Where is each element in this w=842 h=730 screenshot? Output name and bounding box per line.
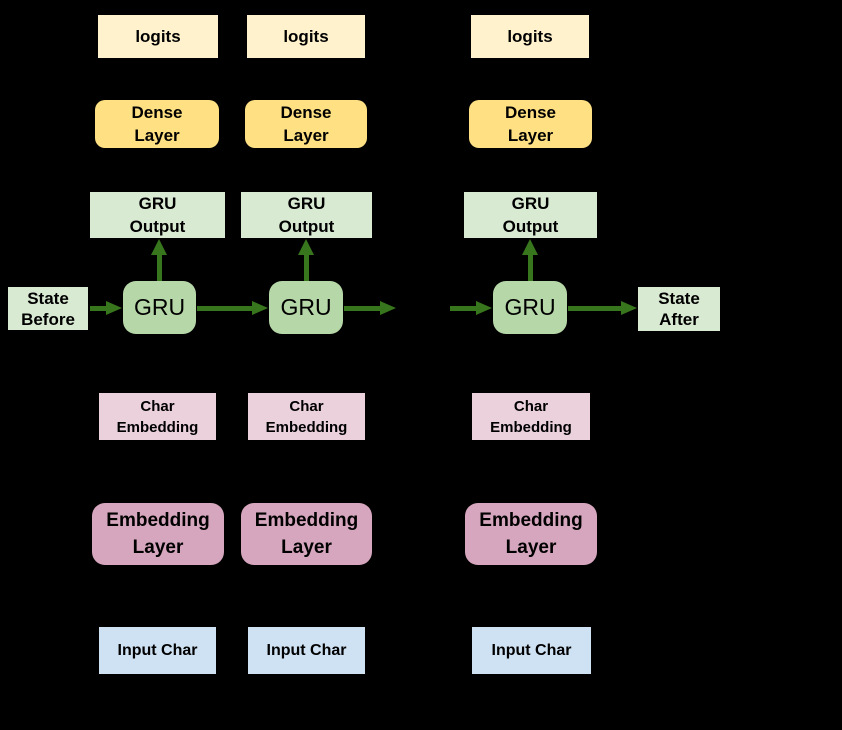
embedding-layer-box-2: Embedding Layer — [241, 503, 372, 565]
embedding-layer-label: Embedding Layer — [254, 510, 359, 558]
arrow-up-icon — [522, 239, 538, 255]
gru-output-label: GRU Output — [278, 194, 335, 236]
logits-box-2: logits — [247, 15, 365, 58]
dense-layer-box-3: Dense Layer — [469, 100, 592, 148]
dense-layer-box-2: Dense Layer — [245, 100, 367, 148]
arrow-up-icon — [151, 239, 167, 255]
gru-output-box-2: GRU Output — [241, 192, 372, 238]
gru-output-box-3: GRU Output — [464, 192, 597, 238]
arrow-right-stem — [344, 306, 382, 311]
logits-label: logits — [283, 26, 329, 46]
gru-label: GRU — [504, 294, 556, 320]
dense-layer-label: Dense Layer — [504, 103, 557, 145]
logits-box-1: logits — [98, 15, 218, 58]
gru-output-label: GRU Output — [129, 194, 186, 236]
char-embedding-box-3: Char Embedding — [472, 393, 590, 440]
embedding-layer-label: Embedding Layer — [106, 510, 210, 558]
arrow-right-icon — [252, 301, 268, 315]
input-char-label: Input Char — [491, 641, 572, 659]
dense-layer-label: Dense Layer — [131, 103, 183, 145]
char-embedding-box-1: Char Embedding — [99, 393, 216, 440]
arrow-right-icon — [106, 301, 122, 315]
arrow-right-icon — [380, 301, 396, 315]
arrow-up-stem — [528, 252, 533, 281]
char-embedding-label: Char Embedding — [265, 397, 348, 436]
arrow-right-icon — [476, 301, 492, 315]
arrow-up-icon — [298, 239, 314, 255]
arrow-right-stem — [90, 306, 108, 311]
char-embedding-box-2: Char Embedding — [248, 393, 365, 440]
input-char-box-3: Input Char — [472, 627, 591, 674]
embedding-layer-label: Embedding Layer — [479, 510, 583, 558]
input-char-box-1: Input Char — [99, 627, 216, 674]
arrow-right-stem — [568, 306, 623, 311]
state-after-label: State After — [658, 289, 700, 329]
gru-box-1: GRU — [123, 281, 196, 334]
arrow-right-icon — [621, 301, 637, 315]
input-char-label: Input Char — [266, 641, 347, 659]
arrow-right-stem — [450, 306, 478, 311]
logits-label: logits — [507, 26, 553, 46]
embedding-layer-box-3: Embedding Layer — [465, 503, 597, 565]
logits-box-3: logits — [471, 15, 589, 58]
dense-layer-box-1: Dense Layer — [95, 100, 219, 148]
state-after-box: State After — [638, 287, 720, 331]
gru-label: GRU — [280, 294, 332, 320]
arrow-right-stem — [197, 306, 254, 311]
state-before-box: State Before — [8, 287, 88, 330]
gru-output-label: GRU Output — [502, 194, 559, 236]
input-char-label: Input Char — [117, 641, 198, 659]
gru-output-box-1: GRU Output — [90, 192, 225, 238]
arrow-up-stem — [304, 252, 309, 281]
arrow-up-stem — [157, 252, 162, 281]
dense-layer-label: Dense Layer — [280, 103, 332, 145]
input-char-box-2: Input Char — [248, 627, 365, 674]
gru-box-3: GRU — [493, 281, 567, 334]
state-before-label: State Before — [21, 288, 75, 329]
gru-box-2: GRU — [269, 281, 343, 334]
char-embedding-label: Char Embedding — [116, 397, 199, 436]
logits-label: logits — [135, 26, 181, 46]
char-embedding-label: Char Embedding — [490, 397, 572, 436]
gru-label: GRU — [133, 294, 186, 320]
embedding-layer-box-1: Embedding Layer — [92, 503, 224, 565]
